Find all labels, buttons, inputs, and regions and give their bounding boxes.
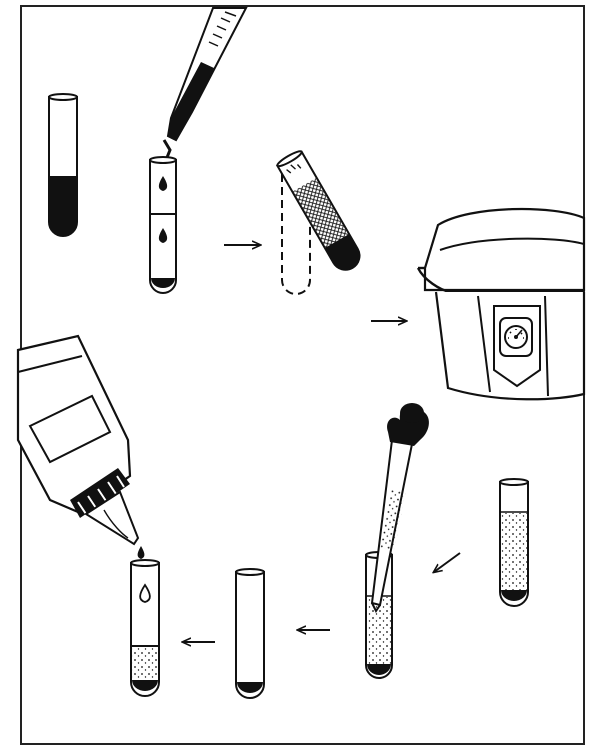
dropper-bulb-pipette: [372, 403, 429, 611]
tube-with-speckled-suspension: [500, 479, 528, 606]
arrow-down-left-icon: [434, 553, 460, 572]
pipette-with-liquid: [164, 8, 246, 160]
tilted-tube-mixing: [276, 149, 365, 275]
test-tube-two-drops: [150, 157, 176, 293]
test-tube-with-blood: [49, 94, 77, 236]
tube-with-pellet: [236, 569, 264, 698]
tube-receiving-drop: [131, 560, 159, 696]
centrifuge-machine: [418, 209, 584, 399]
reagent-squeeze-bottle: [18, 336, 144, 559]
